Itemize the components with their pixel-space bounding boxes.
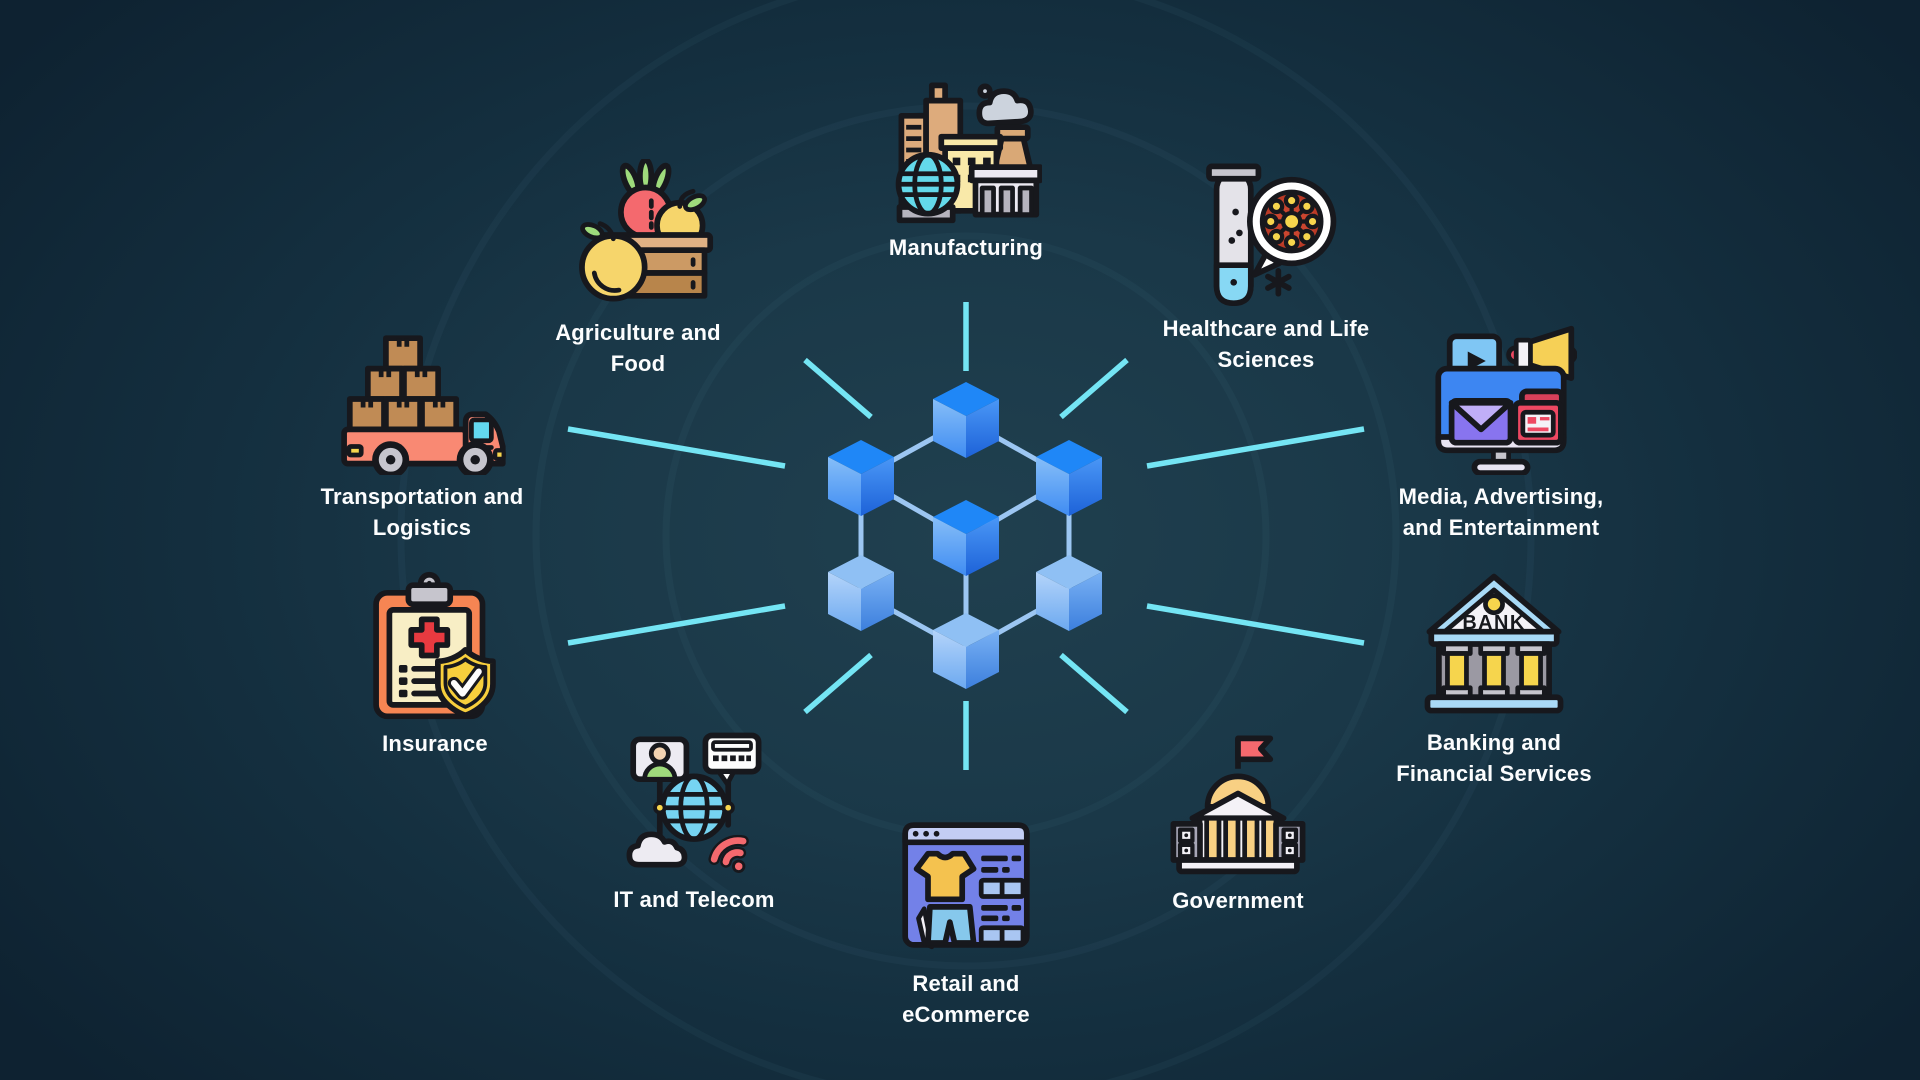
label-healthcare: Healthcare and Life Sciences — [1162, 316, 1370, 372]
sector-government: Government — [1088, 727, 1388, 916]
cube-nodes — [828, 382, 1102, 689]
label-it-telecom: IT and Telecom — [613, 887, 775, 912]
network-globe-icon — [626, 732, 762, 873]
delivery-truck-icon — [341, 335, 506, 475]
blockchain-network-icon — [828, 382, 1102, 689]
label-retail: Retail and eCommerce — [902, 971, 1030, 1027]
produce-crate-icon — [579, 159, 714, 302]
capitol-building-icon — [1170, 735, 1306, 875]
sector-it-telecom: IT and Telecom — [544, 726, 844, 915]
sector-healthcare: Healthcare and Life Sciences — [1116, 155, 1416, 375]
sector-banking: BANK Banking and Financial Services — [1344, 569, 1644, 789]
ecommerce-window-icon — [902, 822, 1030, 950]
bank-sign-text: BANK — [1462, 612, 1525, 634]
ray-insurance — [567, 603, 786, 646]
sector-insurance: Insurance — [285, 570, 585, 759]
ray-banking — [1146, 603, 1365, 646]
factory-icon — [895, 82, 1042, 224]
label-insurance: Insurance — [382, 731, 488, 756]
clipboard-shield-icon — [373, 571, 496, 720]
monitor-megaphone-icon — [1435, 325, 1577, 475]
sector-retail: Retail and eCommerce — [816, 810, 1116, 1030]
sector-transportation: Transportation and Logistics — [272, 323, 572, 543]
label-banking: Banking and Financial Services — [1396, 730, 1592, 786]
label-agriculture: Agriculture and Food — [555, 320, 721, 376]
label-media: Media, Advertising, and Entertainment — [1398, 484, 1604, 540]
label-transportation: Transportation and Logistics — [320, 484, 524, 540]
ray-media — [1146, 426, 1365, 469]
label-manufacturing: Manufacturing — [888, 235, 1044, 260]
bank-building-icon: BANK — [1424, 573, 1564, 714]
sector-media: Media, Advertising, and Entertainment — [1351, 323, 1651, 543]
sector-agriculture: Agriculture and Food — [488, 159, 788, 379]
test-tube-cell-icon — [1206, 163, 1337, 307]
sector-manufacturing: Manufacturing — [816, 74, 1116, 263]
label-government: Government — [1172, 888, 1304, 913]
ray-transportation — [567, 426, 786, 469]
